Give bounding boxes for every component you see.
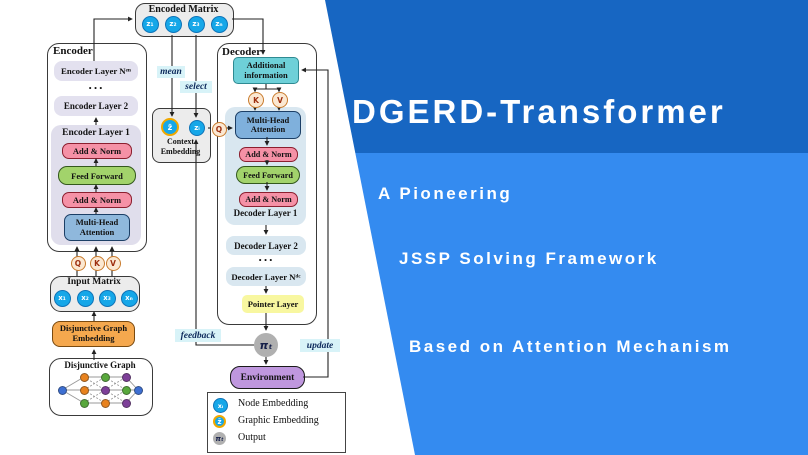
context-embedding-label-1: Context (166, 137, 195, 146)
select-tag: select (180, 81, 212, 93)
context-embedding-label-2: Embedding (160, 147, 201, 156)
legend-node-label: Node Embedding (238, 398, 309, 409)
decoder-layer-1-label: Decoder Layer 1 (233, 208, 298, 218)
v-circle-enc: V (105, 255, 121, 271)
encoded-matrix-label: Encoded Matrix (148, 4, 219, 15)
graph-node (79, 398, 89, 408)
legend-graphic-icon: z̄ (213, 415, 226, 428)
q-circle-enc: Q (70, 255, 86, 271)
banner-subtitle-1: A Pioneering (378, 184, 513, 203)
v-circle-dec: V (272, 92, 288, 108)
graph-node (79, 385, 89, 395)
input-matrix-label: Input Matrix (67, 277, 121, 287)
disjunctive-graph-figure (57, 371, 143, 409)
additional-information: Additional information (233, 57, 299, 84)
dec-add-norm-2: Add & Norm (239, 192, 298, 207)
banner-light-polygon (355, 153, 808, 455)
decoder-ellipsis: ··· (257, 252, 274, 267)
banner-subtitle-2: JSSP Solving Framework (399, 249, 659, 268)
circle-x3: x₃ (98, 289, 116, 307)
dec-multi-head-attention: Multi-Head Attention (235, 111, 301, 139)
k-circle-enc: K (89, 255, 105, 271)
mean-tag: mean (157, 66, 185, 78)
feedback-tag: feedback (175, 329, 221, 342)
encoder-layer-1-label: Encoder Layer 1 (62, 128, 130, 138)
legend-output-label: Output (238, 432, 266, 443)
graph-node (57, 385, 67, 395)
decoder-title: Decoder (222, 46, 262, 58)
encoder-layer-2: Encoder Layer 2 (54, 96, 138, 116)
context-embedding-box (152, 108, 211, 163)
graph-node (100, 372, 110, 382)
pointer-layer: Pointer Layer (242, 295, 304, 313)
decoder-layer-n: Decoder Layer Nᵈᶜ (226, 267, 306, 286)
legend-node-icon: xᵢ (213, 398, 228, 413)
graph-node (133, 385, 143, 395)
enc-multi-head-attention: Multi-Head Attention (64, 214, 130, 241)
encoder-title: Encoder (53, 45, 93, 57)
circle-zn: zₙ (210, 15, 228, 33)
disjunctive-graph-label: Disjunctive Graph (64, 360, 136, 370)
graph-node (79, 372, 89, 382)
environment-box: Environment (230, 366, 305, 389)
encoder-ellipsis: ··· (87, 80, 104, 95)
banner-subtitle-3: Based on Attention Mechanism (409, 337, 732, 356)
disjunctive-graph-embedding: Disjunctive Graph Embedding (52, 321, 135, 347)
graph-node (121, 398, 131, 408)
graph-node (121, 372, 131, 382)
q-circle-dec: Q (211, 121, 227, 137)
zbar-circle: z̄ (161, 118, 179, 136)
banner-title: DGERD-Transformer (352, 93, 726, 130)
k-circle-dec: K (248, 92, 264, 108)
circle-x2: x₂ (76, 289, 94, 307)
encoder-layer-n: Encoder Layer Nᵉⁿ (54, 61, 138, 81)
circle-z2: z₂ (164, 15, 182, 33)
banner-dark-polygon (325, 0, 808, 153)
update-tag: update (300, 339, 340, 352)
circle-xn: xₙ (120, 289, 138, 307)
decoder-layer-2: Decoder Layer 2 (226, 236, 306, 255)
circle-z1: z₁ (141, 15, 159, 33)
graph-node (100, 385, 110, 395)
circle-z3: z₃ (187, 15, 205, 33)
dec-feed-forward: Feed Forward (236, 166, 300, 184)
graph-node (100, 398, 110, 408)
pi-circle: πₜ (254, 333, 278, 357)
legend-output-icon: πₜ (213, 432, 226, 445)
zi-circle: zᵢ (189, 120, 205, 136)
graph-node (121, 385, 131, 395)
legend-box (207, 392, 346, 453)
legend-graphic-label: Graphic Embedding (238, 415, 319, 426)
circle-x1: x₁ (53, 289, 71, 307)
